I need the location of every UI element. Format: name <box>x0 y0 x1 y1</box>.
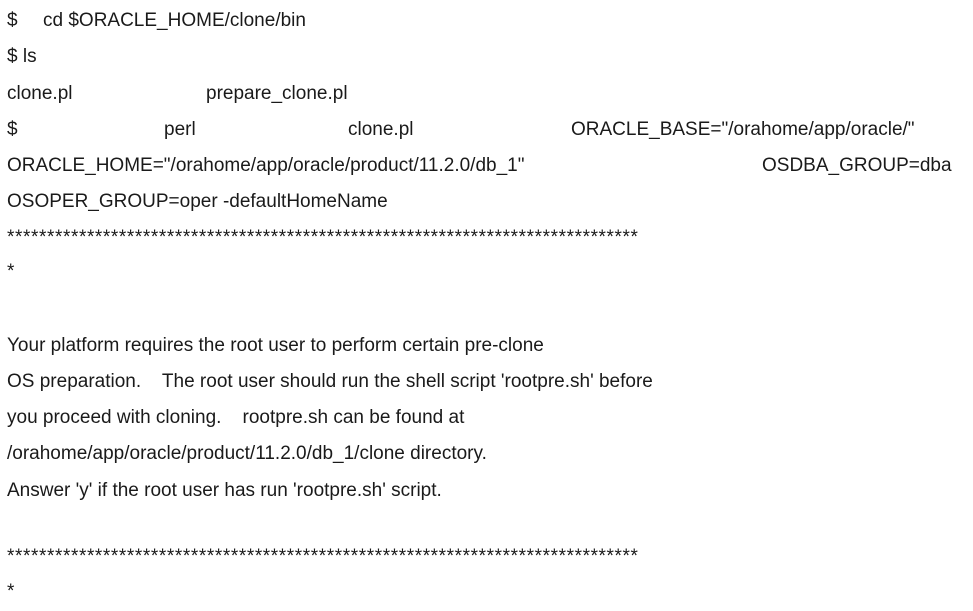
shell-prompt: $ <box>7 119 18 140</box>
perl-command-line: $ perl clone.pl ORACLE_BASE="/orahome/ap… <box>7 118 967 142</box>
separator-stars-top: ****************************************… <box>7 227 639 248</box>
cd-command-line: $ cd $ORACLE_HOME/clone/bin <box>7 9 306 33</box>
separator-star-tail-bottom: * <box>7 581 15 602</box>
ls-command-line: $ ls <box>7 46 37 67</box>
oracle-home-arg: ORACLE_HOME="/orahome/app/oracle/product… <box>7 155 525 176</box>
shell-prompt: $ <box>7 10 18 31</box>
message-line-1: Your platform requires the root user to … <box>7 335 544 356</box>
osoper-line: OSOPER_GROUP=oper -defaultHomeName <box>7 191 388 212</box>
cd-command: cd $ORACLE_HOME/clone/bin <box>43 10 306 31</box>
file-prepare-clone-pl: prepare_clone.pl <box>206 83 348 104</box>
message-line-5: Answer 'y' if the root user has run 'roo… <box>7 480 442 501</box>
separator-stars-bottom: ****************************************… <box>7 546 639 567</box>
osdba-group-arg: OSDBA_GROUP=dba <box>762 155 952 176</box>
file-clone-pl: clone.pl <box>7 83 73 104</box>
ls-output-line: clone.pl prepare_clone.pl <box>7 82 348 106</box>
perl-token: perl <box>164 119 196 140</box>
separator-star-tail-top: * <box>7 261 15 282</box>
oracle-home-line: ORACLE_HOME="/orahome/app/oracle/product… <box>7 154 967 178</box>
oracle-base-arg: ORACLE_BASE="/orahome/app/oracle/" <box>571 119 915 140</box>
clone-script-token: clone.pl <box>348 119 414 140</box>
message-line-4: /orahome/app/oracle/product/11.2.0/db_1/… <box>7 443 487 464</box>
message-line-3: you proceed with cloning. rootpre.sh can… <box>7 407 465 428</box>
message-line-2: OS preparation. The root user should run… <box>7 371 653 392</box>
